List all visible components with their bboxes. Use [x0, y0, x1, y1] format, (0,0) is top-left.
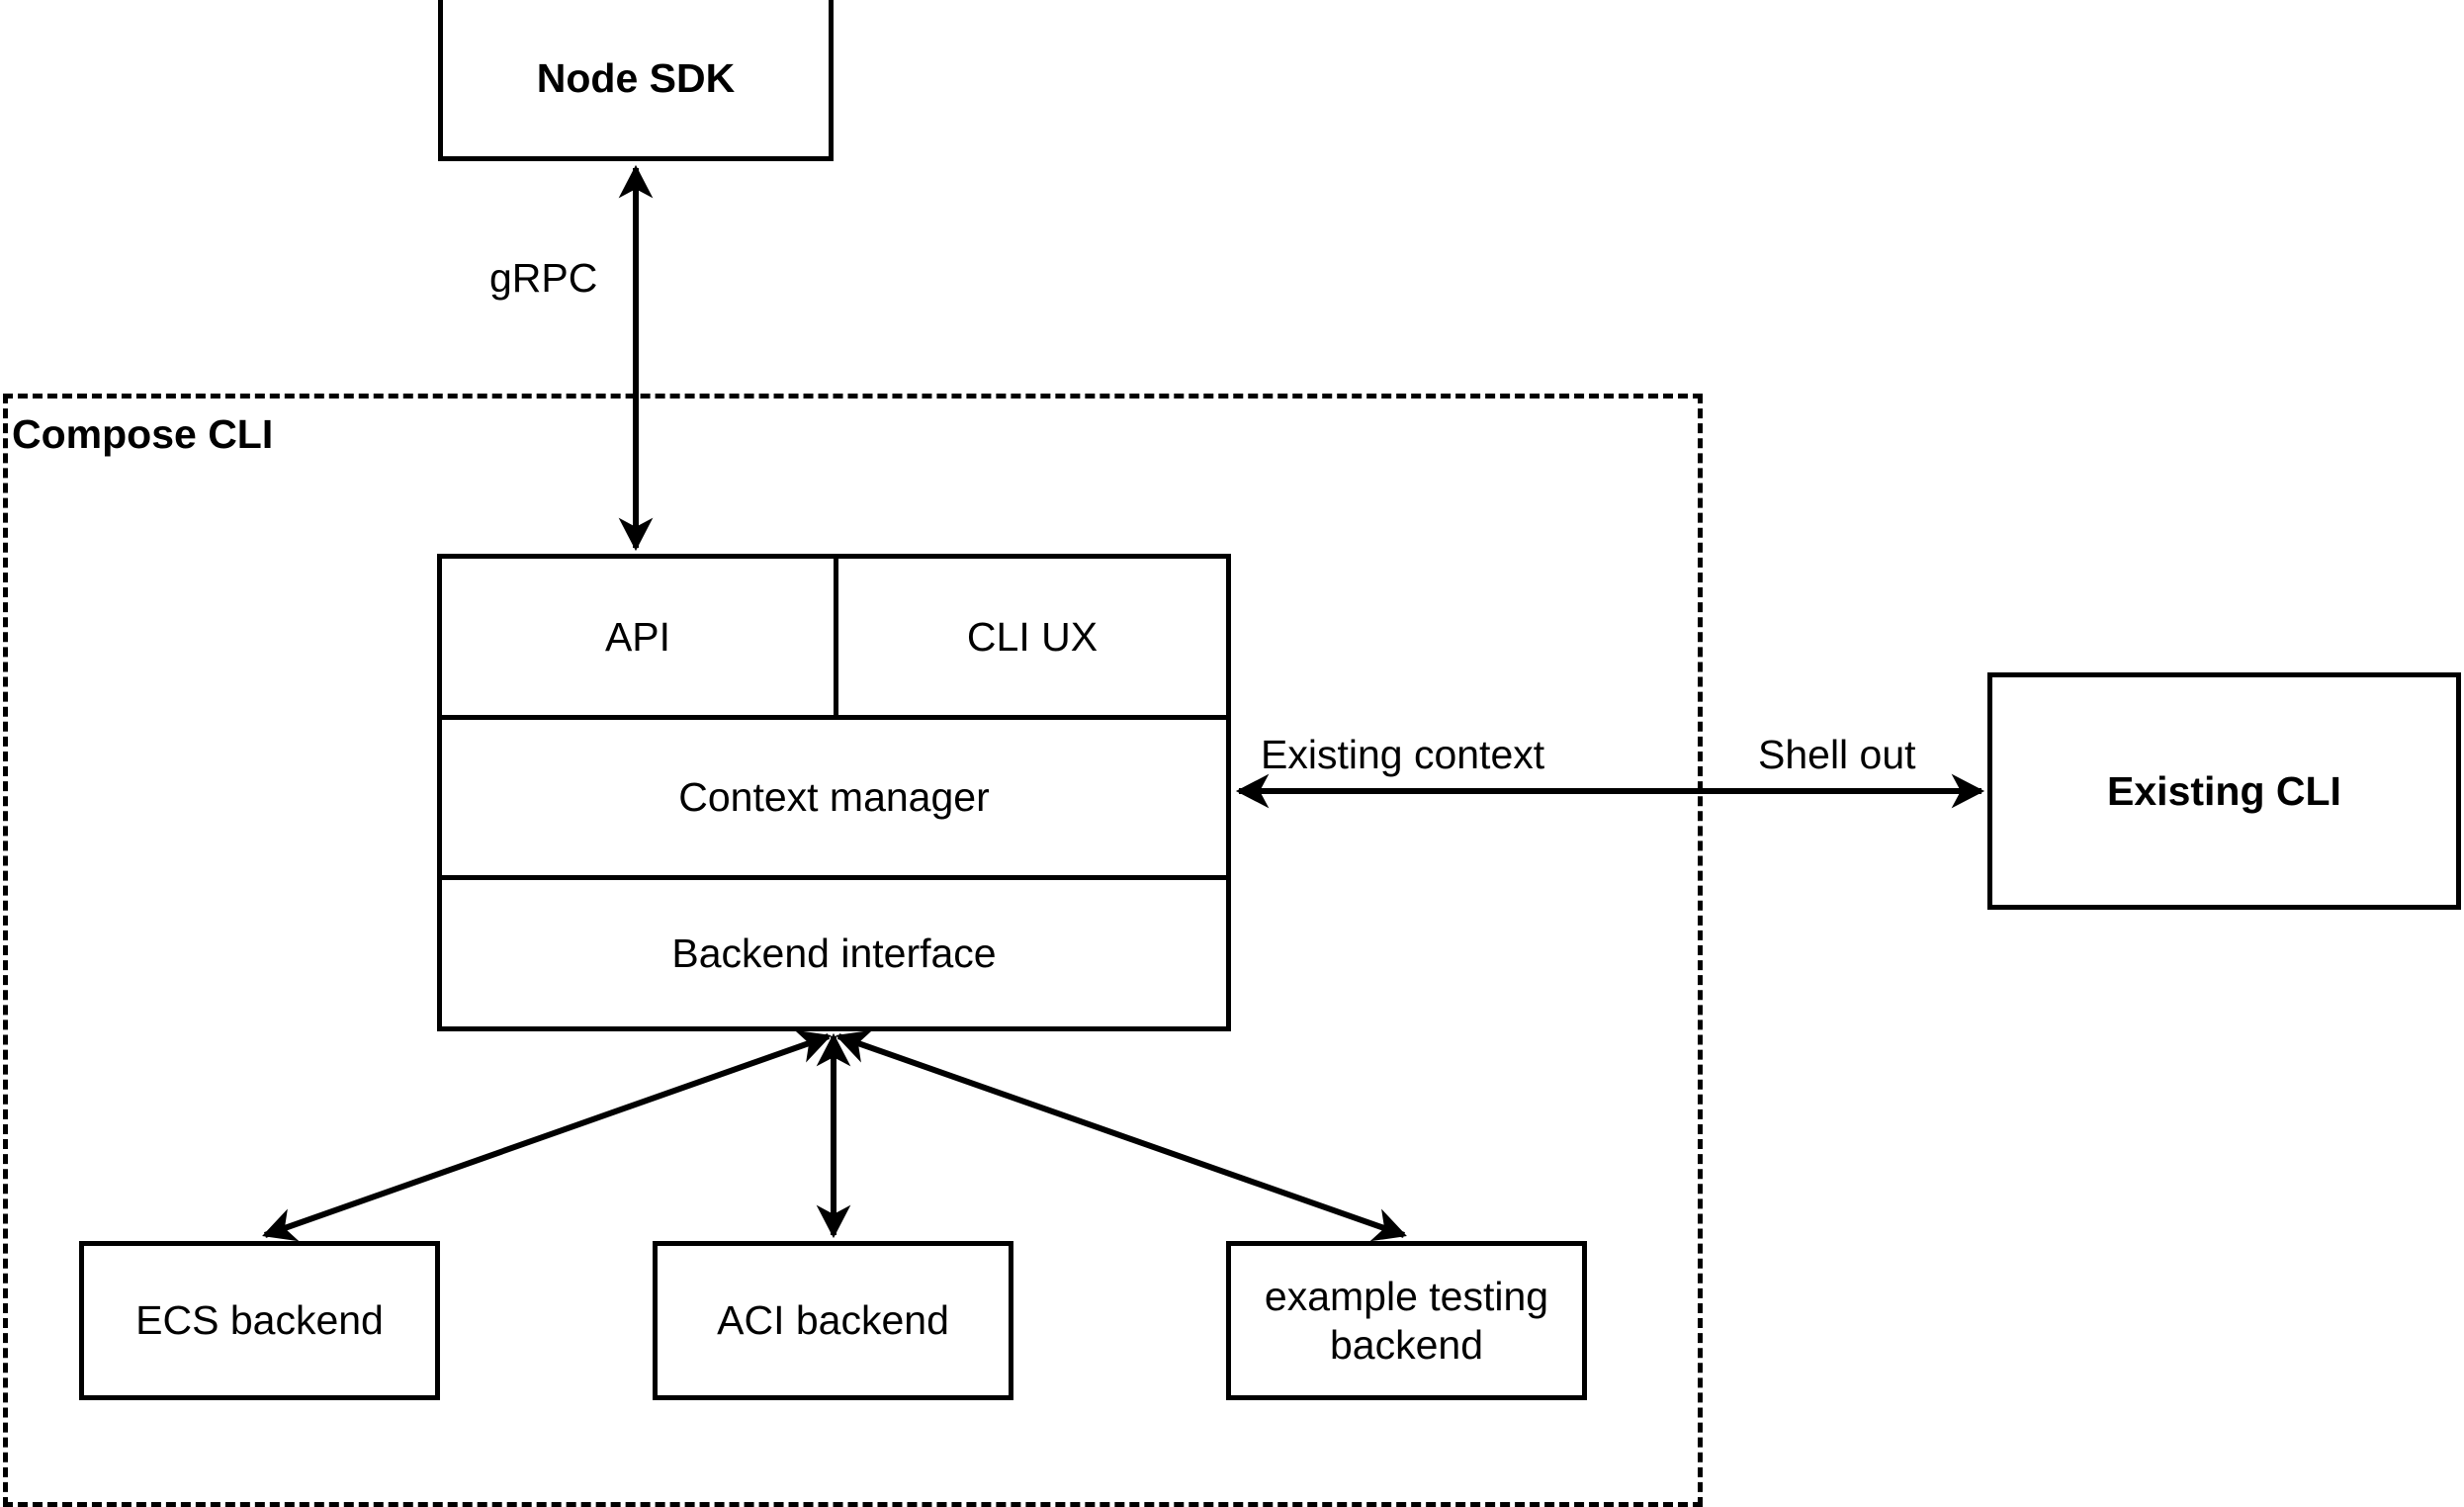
- backend-interface-cell[interactable]: Backend interface: [442, 880, 1226, 1026]
- existing-cli-box[interactable]: Existing CLI: [1987, 672, 2461, 910]
- context-manager-label: Context manager: [678, 774, 990, 820]
- cli-ux-label: CLI UX: [966, 613, 1099, 660]
- node-sdk-label: Node SDK: [536, 54, 736, 101]
- example-testing-backend-label: example testing backend: [1264, 1274, 1549, 1368]
- backend-interface-label: Backend interface: [671, 930, 997, 976]
- compose-cli-group-boundary: [3, 394, 1703, 1507]
- example-testing-backend-box[interactable]: example testing backend: [1226, 1241, 1587, 1400]
- api-label: API: [604, 613, 671, 660]
- edge-label-existing-context: Existing context: [1261, 732, 1545, 777]
- edge-label-grpc: gRPC: [489, 255, 598, 301]
- core-stack-top-row: API CLI UX: [442, 559, 1226, 720]
- existing-cli-label: Existing CLI: [2107, 767, 2341, 814]
- node-sdk-box[interactable]: Node SDK: [438, 0, 834, 161]
- api-cell[interactable]: API: [442, 559, 838, 715]
- aci-backend-label: ACI backend: [717, 1297, 949, 1344]
- compose-cli-group-label: Compose CLI: [12, 411, 274, 457]
- aci-backend-box[interactable]: ACI backend: [653, 1241, 1013, 1400]
- cli-ux-cell[interactable]: CLI UX: [838, 559, 1226, 715]
- core-stack-box: API CLI UX Context manager Backend inter…: [437, 554, 1231, 1031]
- context-manager-cell[interactable]: Context manager: [442, 720, 1226, 880]
- ecs-backend-label: ECS backend: [135, 1297, 384, 1344]
- edge-label-shell-out: Shell out: [1758, 732, 1916, 777]
- ecs-backend-box[interactable]: ECS backend: [79, 1241, 440, 1400]
